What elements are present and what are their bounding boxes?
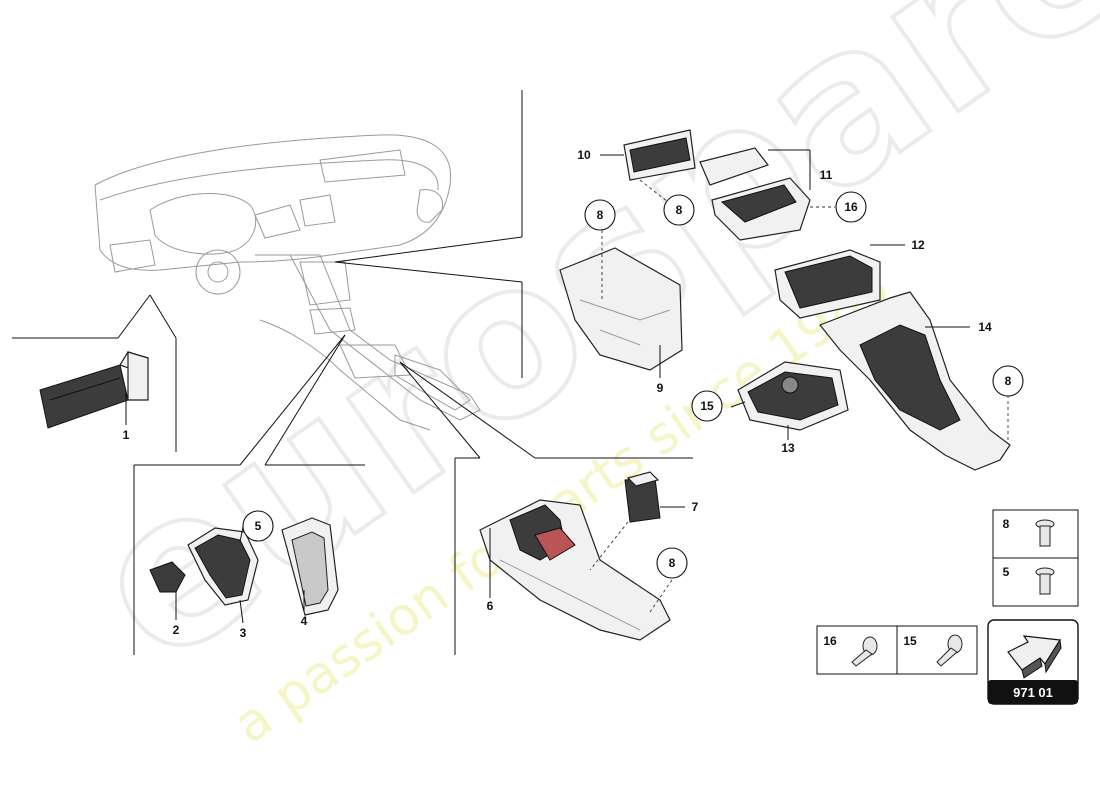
part-6-center-console [479, 499, 671, 641]
callout-8-b: 8 [663, 194, 695, 226]
svg-text:8: 8 [676, 203, 683, 217]
label-4: 4 [301, 614, 308, 628]
callout-8-d: 8 [656, 547, 688, 579]
part-11-display-cover [699, 147, 835, 241]
screw-icon [1035, 567, 1055, 595]
part-3-selector-unit [187, 527, 259, 624]
label-10: 10 [577, 148, 591, 162]
label-7: 7 [692, 500, 699, 514]
label-6: 6 [487, 599, 494, 613]
diagram-id-box: 971 01 [987, 619, 1079, 705]
callout-16: 16 [835, 191, 867, 223]
diagram-id-label: 971 01 [1013, 685, 1053, 700]
svg-text:8: 8 [597, 208, 604, 222]
part-10-display [600, 129, 696, 203]
label-13: 13 [781, 441, 795, 455]
svg-text:5: 5 [1003, 565, 1010, 579]
svg-text:8: 8 [1005, 374, 1012, 388]
svg-text:5: 5 [255, 519, 262, 533]
fastener-legend-vertical: 8 5 [992, 509, 1079, 607]
callout-15: 15 [691, 390, 723, 422]
screw-icon [1035, 519, 1055, 547]
part-12-switch-panel [774, 244, 905, 319]
label-2: 2 [173, 623, 180, 637]
section-lines [12, 90, 693, 655]
label-3: 3 [240, 626, 247, 640]
svg-text:15: 15 [903, 634, 917, 648]
part-9-bracket [559, 230, 683, 378]
callout-5: 5 [242, 510, 274, 542]
svg-text:8: 8 [1003, 517, 1010, 531]
label-11: 11 [820, 168, 833, 182]
label-12: 12 [911, 238, 925, 252]
direction-arrow-icon [1007, 635, 1062, 679]
part-1-switch-block [39, 351, 149, 429]
part-14-console-trim [819, 291, 1011, 471]
svg-text:15: 15 [700, 399, 714, 413]
fastener-legend-horizontal: 16 15 [816, 625, 978, 675]
label-9: 9 [657, 381, 664, 395]
callout-8-a: 8 [584, 199, 616, 231]
label-1: 1 [123, 428, 130, 442]
svg-text:16: 16 [844, 200, 858, 214]
part-13-control-unit [737, 361, 849, 440]
label-14: 14 [978, 320, 992, 334]
bolt-icon [936, 634, 963, 667]
part-7-switch [589, 471, 685, 571]
part-2-small-switch [149, 561, 186, 620]
svg-text:8: 8 [669, 556, 676, 570]
dashboard-overview-sketch [94, 134, 481, 431]
callout-8-c: 8 [992, 365, 1024, 397]
part-4-trim-bezel [281, 517, 339, 616]
bolt-icon [851, 636, 878, 667]
svg-text:16: 16 [823, 634, 837, 648]
